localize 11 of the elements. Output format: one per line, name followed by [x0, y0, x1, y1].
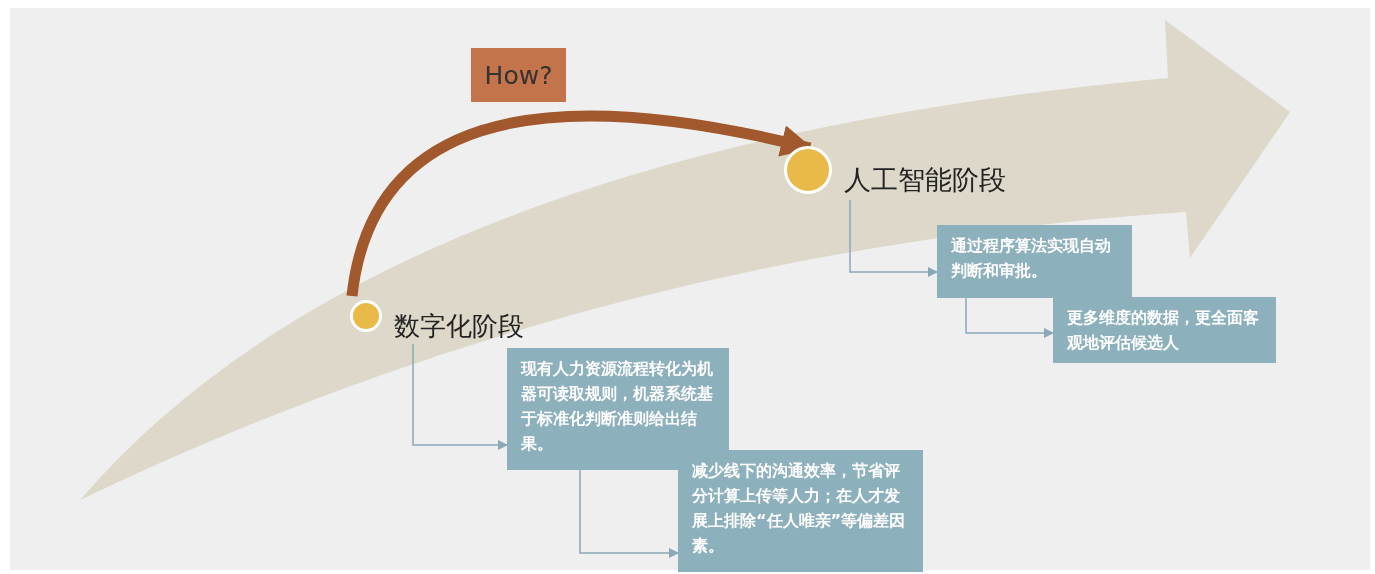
stage-title: 数字化阶段 — [394, 310, 524, 344]
arrow — [965, 297, 1054, 338]
text-box: 通过程序算法实现自动判断和审批。 — [937, 225, 1132, 298]
arrow — [579, 469, 679, 558]
edge-label: How? — [471, 48, 566, 102]
text-box: 更多维度的数据，更全面客观地评估候选人 — [1053, 297, 1276, 363]
arrow — [346, 110, 814, 297]
arrow — [412, 343, 508, 450]
text-box: 减少线下的沟通效率，节省评分计算上传等人力；在人才发展上排除“任人唯亲”等偏差因素。 — [678, 450, 923, 572]
stage-title: 人工智能阶段 — [844, 163, 1006, 198]
arrow — [849, 199, 938, 277]
